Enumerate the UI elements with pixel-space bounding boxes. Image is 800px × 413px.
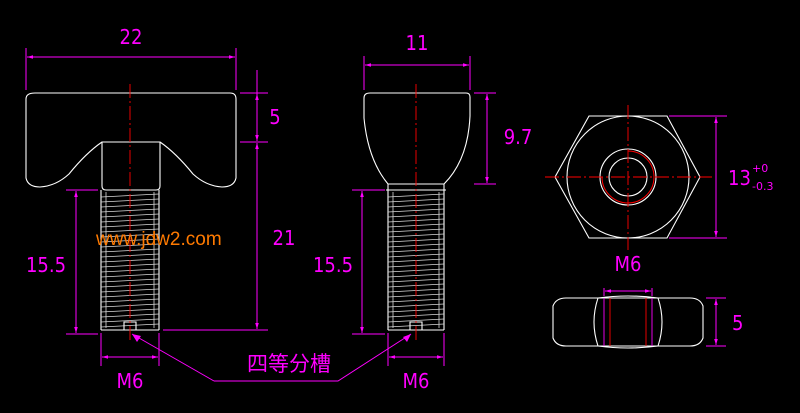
dim-thread-size-left: M6 (100, 333, 160, 393)
bolt-side-thread (387, 190, 445, 331)
dim-thread-size-mid: M6 (387, 333, 445, 393)
bolt-side-head-outline (363, 92, 471, 185)
thread-line (100, 213, 160, 218)
dim-total-length-label: 21 (273, 226, 296, 250)
thread-line (100, 278, 160, 283)
thread-line (100, 208, 160, 213)
thread-line (387, 273, 445, 278)
dim-nut-tol-upper: +0 (752, 162, 768, 175)
dim-nut-thickness: 5 (706, 297, 743, 347)
thread-line (387, 208, 445, 213)
thread-line (100, 233, 160, 238)
dim-nut-thread-label: M6 (615, 252, 642, 276)
dim-thread-size-left-label: M6 (117, 369, 144, 393)
dim-head-width-label: 22 (120, 25, 143, 49)
thread-line (100, 318, 160, 323)
dim-head-thickness: 5 (240, 70, 281, 143)
dim-head-width: 22 (25, 25, 237, 90)
dim-thread-size-mid-label: M6 (403, 369, 430, 393)
dim-nut-across-flats: 13 +0 -0.3 (669, 115, 773, 239)
thread-line (387, 278, 445, 283)
nut-top-view (545, 105, 712, 250)
dim-side-head-width-label: 11 (406, 31, 429, 55)
bolt-front-view (25, 84, 237, 340)
dim-side-head-height: 9.7 (474, 92, 533, 185)
dim-thread-length-mid-label: 15.5 (313, 253, 353, 277)
bolt-front-neck (101, 142, 161, 191)
bolt-side-view (363, 84, 471, 340)
dim-thread-length-left-label: 15.5 (26, 253, 66, 277)
thread-line (100, 323, 160, 328)
thread-line (387, 213, 445, 218)
dim-side-head-width: 11 (363, 31, 471, 90)
thread-line (100, 273, 160, 278)
dim-thread-length-mid: 15.5 (313, 189, 385, 335)
dim-side-head-height-label: 9.7 (504, 125, 533, 149)
thread-line (387, 233, 445, 238)
bolt-front-head-outline (25, 92, 237, 188)
thread-line (387, 318, 445, 323)
dim-nut-tol-lower: -0.3 (752, 180, 773, 193)
thread-line (100, 228, 160, 233)
thread-line (387, 228, 445, 233)
dim-thread-length-left: 15.5 (26, 189, 98, 335)
thread-line (387, 323, 445, 328)
slot-note-leader: 四等分槽 (131, 333, 412, 382)
nut-side-view (552, 295, 704, 349)
nut-thread-arc (601, 150, 655, 204)
dim-nut-m6 (603, 288, 653, 296)
nut-side-outline (552, 297, 704, 347)
slot-note-label: 四等分槽 (247, 352, 331, 376)
dim-nut-thickness-label: 5 (732, 311, 743, 335)
watermark: www.jdw2.com (95, 229, 222, 250)
dim-head-thickness-label: 5 (269, 105, 280, 129)
dim-total-length: 21 (163, 143, 296, 331)
dim-nut-across-flats-label: 13 (728, 166, 751, 190)
